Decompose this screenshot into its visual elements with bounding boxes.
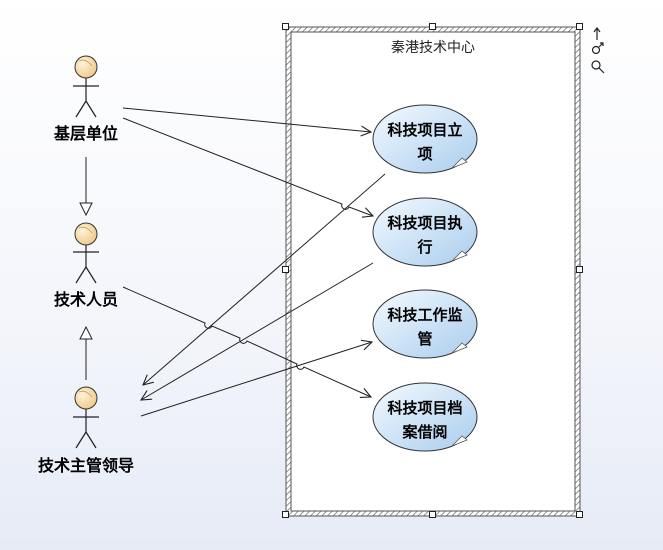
- actor-label-base: 基层单位: [53, 124, 118, 143]
- diagram-toolbar[interactable]: [591, 27, 605, 74]
- use-case-project-approval[interactable]: 科技项目立 项: [372, 104, 478, 174]
- use-case-project-execution[interactable]: 科技项目执 行: [372, 197, 478, 267]
- actor-base-unit[interactable]: 基层单位: [53, 55, 118, 143]
- use-case-work-supervision[interactable]: 科技工作监 管: [372, 289, 478, 359]
- use-case-label-line2: 行: [416, 238, 432, 256]
- use-case-label-line2: 案借阅: [401, 423, 447, 441]
- actor-tech-lead[interactable]: 技术主管领导: [38, 386, 134, 475]
- assoc-uc1-lead: [143, 173, 386, 385]
- use-case-label-line2: 项: [417, 145, 432, 163]
- use-case-label-line1: 科技工作监: [387, 306, 462, 324]
- actor-label-tech: 技术人员: [54, 290, 118, 309]
- actor-label-lead: 技术主管领导: [38, 456, 134, 475]
- link-icon[interactable]: [591, 42, 604, 55]
- system-title: 秦港技术中心: [391, 40, 475, 56]
- use-case-label-line1: 科技项目立: [387, 121, 462, 139]
- use-case-label-line1: 科技项目执: [387, 214, 462, 232]
- actor-technician[interactable]: 技术人员: [54, 222, 118, 309]
- selection-handles[interactable]: [282, 23, 583, 518]
- use-case-label-line1: 科技项目档: [387, 399, 462, 417]
- assoc-base-uc2: [122, 117, 373, 216]
- assoc-base-uc1: [122, 107, 371, 132]
- associations: [122, 107, 386, 417]
- assoc-uc2-lead: [141, 262, 374, 400]
- use-case-archive-borrowing[interactable]: 科技项目档 案借阅: [372, 382, 478, 452]
- search-icon[interactable]: [591, 60, 605, 74]
- assoc-lead-uc3: [140, 342, 372, 417]
- use-case-label-line2: 管: [417, 330, 432, 348]
- arrow-up-icon[interactable]: [593, 27, 601, 40]
- assoc-tech-uc4: [122, 286, 371, 397]
